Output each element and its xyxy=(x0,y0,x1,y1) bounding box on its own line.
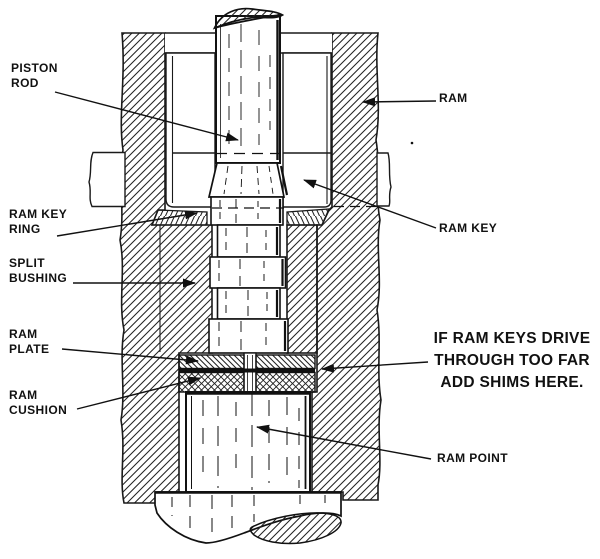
shim-gap-line xyxy=(179,368,315,373)
leader-ram-point xyxy=(256,424,432,460)
leader-ram-plate xyxy=(61,348,199,365)
label-ram-point: RAM POINT xyxy=(437,451,508,465)
label-ram-key-ring: RAM KEY RING xyxy=(9,207,68,236)
label-split-bushing: SPLIT BUSHING xyxy=(9,256,68,285)
leader-ram-key xyxy=(303,179,437,229)
label-ram-cushion: RAM CUSHION xyxy=(9,388,68,417)
label-ram-plate: RAM PLATE xyxy=(9,327,50,356)
rod-taper xyxy=(207,162,289,198)
ram-point-collar xyxy=(154,491,342,545)
label-piston-rod: PISTON ROD xyxy=(11,61,58,90)
label-ram-key: RAM KEY xyxy=(439,221,498,235)
leader-ram-cushion xyxy=(76,376,201,410)
leader-ram xyxy=(362,97,437,107)
ram-point-shape xyxy=(185,391,311,493)
leader-lines xyxy=(54,91,437,460)
leader-piston-rod xyxy=(54,91,239,142)
broken-flanges xyxy=(88,151,392,208)
hidden-edge-lines xyxy=(212,152,376,209)
piston-rod-shape xyxy=(212,7,285,164)
ram-key-pocket xyxy=(165,52,332,208)
label-ram: RAM xyxy=(439,91,468,105)
label-shim-note: IF RAM KEYS DRIVE THROUGH TOO FAR ADD SH… xyxy=(433,330,591,391)
leader-ram-key-ring xyxy=(56,210,198,237)
leader-shim-note xyxy=(321,361,429,373)
reference-dot xyxy=(410,141,414,145)
split-bushing-rings xyxy=(208,196,289,354)
